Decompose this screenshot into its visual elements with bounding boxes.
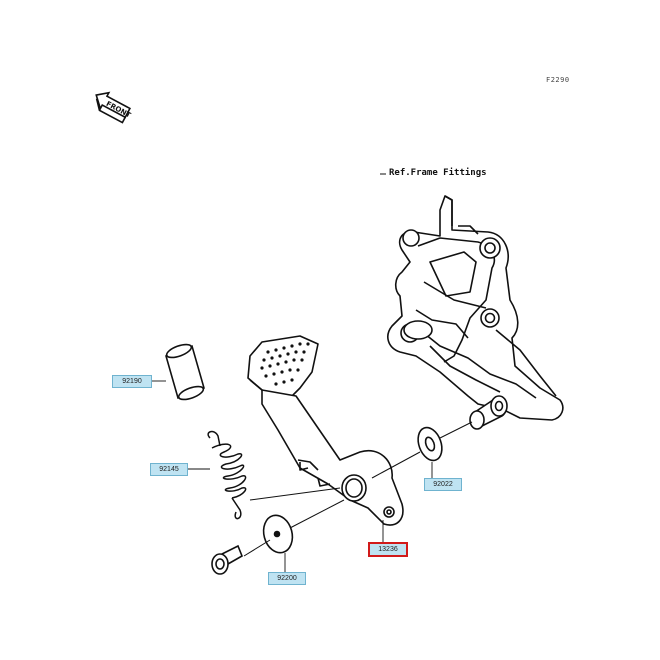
return-spring <box>207 430 247 520</box>
part-label-washer[interactable]: 92022 <box>424 478 462 491</box>
pivot-bolt <box>211 544 244 575</box>
pedal-grip <box>260 342 310 386</box>
collar <box>165 343 205 401</box>
part-label-pedal-highlighted[interactable]: 13236 <box>368 542 408 557</box>
part-label-collar[interactable]: 92190 <box>112 375 152 388</box>
ref-leader-line <box>380 173 386 175</box>
flat-washer <box>262 514 294 554</box>
part-label-bolt[interactable]: 92200 <box>268 572 306 585</box>
front-arrow-icon: FRONT <box>95 91 132 124</box>
label-leaders <box>152 380 433 572</box>
brake-pedal <box>247 335 404 526</box>
diagram-code: F2290 <box>546 76 570 84</box>
part-label-spring[interactable]: 92145 <box>150 463 188 476</box>
frame-bracket <box>387 195 564 421</box>
ref-frame-fittings-label: Ref.Frame Fittings <box>389 168 487 178</box>
pivot-shaft <box>469 395 508 430</box>
center-lines <box>243 421 473 557</box>
washer <box>417 426 443 462</box>
